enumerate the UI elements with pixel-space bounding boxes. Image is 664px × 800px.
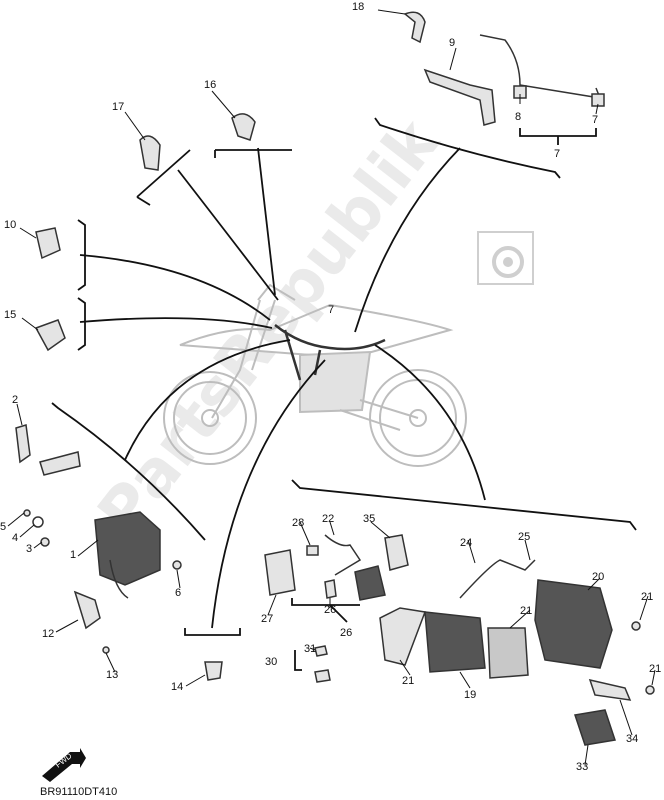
callout-24: 22 xyxy=(322,513,334,525)
callout-23: 21 xyxy=(402,675,414,687)
part-28-terminal xyxy=(324,579,337,599)
callout-6: 6 xyxy=(175,587,181,599)
part-32-fuse xyxy=(314,645,328,657)
part-1-rectifier xyxy=(94,511,161,586)
group-brackets xyxy=(51,117,637,671)
part-4-washer xyxy=(32,516,44,528)
callout-13: 13 xyxy=(106,669,118,681)
callout-11: 10 xyxy=(4,219,16,231)
part-1-wire xyxy=(109,559,129,599)
callout-34: 34 xyxy=(626,733,638,745)
motorcycle-illustration xyxy=(163,283,467,467)
part-14-sensor xyxy=(204,661,223,681)
callout-8: 7 xyxy=(592,114,598,126)
callout-31: 30 xyxy=(265,656,277,668)
callout-15: 15 xyxy=(4,309,16,321)
part-23-cover xyxy=(379,607,427,666)
callout-3: 3 xyxy=(26,543,32,555)
parts xyxy=(15,11,655,746)
part-19-battery xyxy=(424,611,486,673)
part-29-relay xyxy=(264,549,296,596)
callout-9: 8 xyxy=(515,111,521,123)
part-7-harness xyxy=(479,34,602,99)
part-22-pad xyxy=(487,627,529,679)
callout-20: 20 xyxy=(592,571,604,583)
callout-18: 18 xyxy=(352,1,364,13)
callout-25: 24 xyxy=(460,537,472,549)
callout-7-group: 7 xyxy=(554,148,560,160)
part-15-switch xyxy=(34,319,66,352)
part-2-bracket xyxy=(15,424,31,464)
diagram-code: BR91110DT410 xyxy=(40,786,118,798)
callout-7-bike: 7 xyxy=(328,304,334,316)
leader-lines xyxy=(79,147,486,629)
part-24-lead xyxy=(324,534,362,576)
part-33-cover xyxy=(574,709,616,746)
callout-21-bottom: 21 xyxy=(649,663,661,675)
callout-12: 12 xyxy=(42,628,54,640)
part-10-sensor xyxy=(423,68,496,126)
part-17-band xyxy=(139,135,161,171)
callout-21-top: 21 xyxy=(641,591,653,603)
part-30-clip xyxy=(306,545,319,556)
part-5-bolt xyxy=(23,509,31,517)
callout-32: 31 xyxy=(304,643,316,655)
callout-numbers: 18 9 8 7 7 16 17 10 15 7 2 5 4 3 1 6 12 … xyxy=(0,1,661,773)
callout-16: 16 xyxy=(204,79,216,91)
callout-26: 25 xyxy=(518,531,530,543)
callout-29: 27 xyxy=(261,613,273,625)
callout-35: 35 xyxy=(363,513,375,525)
part-27-connector xyxy=(354,565,386,601)
callout-10: 9 xyxy=(449,37,455,49)
part-31-fuse xyxy=(314,669,331,683)
part-6-nut xyxy=(172,560,182,570)
callout-30: 28 xyxy=(292,517,304,529)
gear-icon xyxy=(477,231,534,285)
callout-28: 26 xyxy=(324,604,336,616)
callout-22: 21 xyxy=(520,605,532,617)
part-25-wire xyxy=(459,559,536,599)
part-11-connector xyxy=(35,227,61,260)
part-12-bracket xyxy=(73,590,101,630)
part-21-bolt-bottom xyxy=(645,685,655,695)
callout-33: 33 xyxy=(576,761,588,773)
part-20-box xyxy=(534,579,613,669)
callout-4: 4 xyxy=(12,532,18,544)
callout-27: 26 xyxy=(340,627,352,639)
callout-17: 17 xyxy=(112,101,124,113)
part-3-nut xyxy=(40,537,50,547)
part-bracket-plate xyxy=(39,451,81,476)
callout-leaders xyxy=(7,9,656,766)
callout-2: 2 xyxy=(12,394,18,406)
part-34-bracket xyxy=(588,678,632,701)
part-16-band xyxy=(231,113,256,141)
front-arrow-icon: FWD xyxy=(42,748,86,782)
callout-19: 19 xyxy=(464,689,476,701)
part-13-screw xyxy=(102,646,110,654)
callout-5: 5 xyxy=(0,521,6,533)
part-35-relay xyxy=(384,534,409,571)
callout-14: 14 xyxy=(171,681,183,693)
part-21-bolt-top xyxy=(631,621,641,631)
part-18-clamp xyxy=(403,11,426,44)
callout-1: 1 xyxy=(70,549,76,561)
